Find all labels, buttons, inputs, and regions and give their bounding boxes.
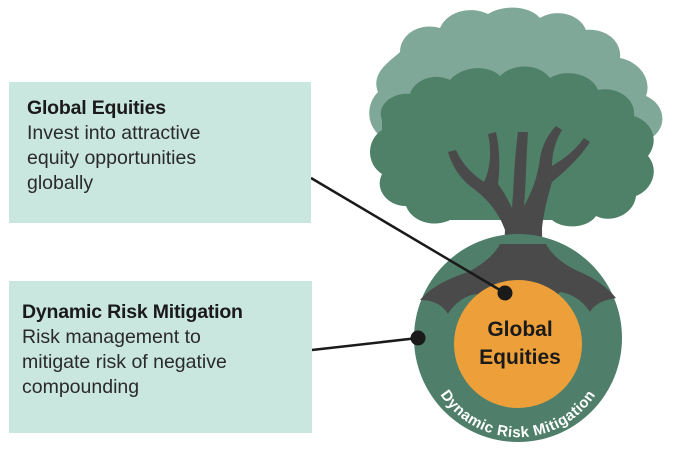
tree-trunk <box>448 126 590 290</box>
connector-global-equities <box>310 176 506 295</box>
core-label: Global Equities <box>460 316 580 372</box>
connector-dot-risk-mitigation <box>410 330 426 346</box>
global-equities-core <box>454 280 582 408</box>
connector-dot-global-equities <box>497 285 513 301</box>
callout-global-equities-body: Invest into attractive equity opportunit… <box>27 122 201 194</box>
callout-risk-mitigation-title: Dynamic Risk Mitigation <box>22 301 243 323</box>
connector-risk-mitigation <box>311 336 419 352</box>
callout-risk-mitigation: Dynamic Risk Mitigation Risk management … <box>9 281 312 433</box>
callout-global-equities: Global Equities Invest into attractive e… <box>9 82 311 223</box>
callout-risk-mitigation-body: Risk management to mitigate risk of nega… <box>22 326 227 398</box>
core-label-line2: Equities <box>479 346 561 369</box>
core-label-line1: Global <box>487 318 553 341</box>
canopy-front <box>370 66 654 227</box>
callout-global-equities-title: Global Equities <box>27 97 166 119</box>
